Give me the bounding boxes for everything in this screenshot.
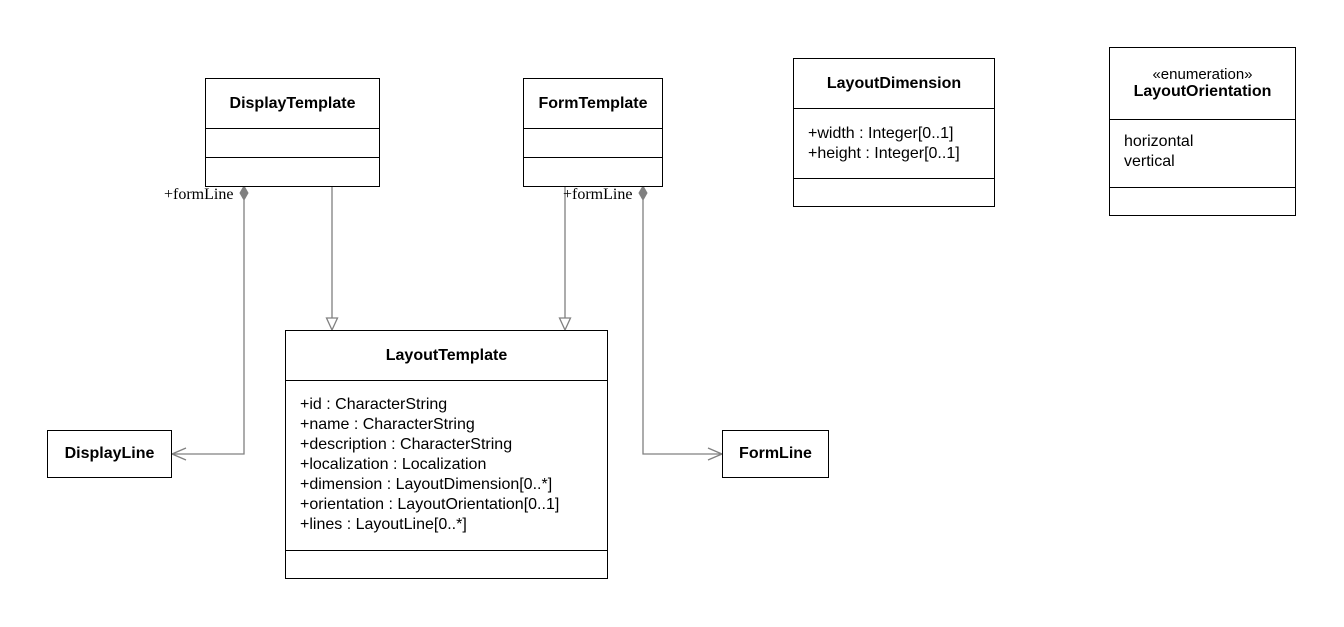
attribute-row: +localization : Localization: [300, 456, 487, 473]
generalization-displaytemplate-layouttemplate: [325, 187, 339, 332]
attribute-row: +id : CharacterString: [300, 396, 448, 413]
attribute-row: +description : CharacterString: [300, 436, 513, 453]
attribute-row: +width : Integer[0..1]: [808, 125, 954, 142]
class-layouttemplate[interactable]: LayoutTemplate +id : CharacterString +na…: [285, 330, 608, 579]
class-layoutdimension[interactable]: LayoutDimension +width : Integer[0..1] +…: [793, 58, 995, 207]
stereotype-label: «enumeration»: [1152, 66, 1253, 83]
attributes-compartment: [524, 129, 662, 158]
generalization-formtemplate-layouttemplate: [558, 187, 572, 332]
role-label-form-formline: +formLine: [563, 186, 633, 203]
class-name: FormLine: [739, 445, 812, 462]
class-name: FormTemplate: [524, 79, 662, 129]
class-name: LayoutDimension: [794, 59, 994, 109]
attributes-compartment: [206, 129, 379, 158]
operations-compartment: [794, 179, 994, 206]
role-label-display-formline: +formLine: [164, 186, 234, 203]
class-layoutorientation[interactable]: «enumeration» LayoutOrientation horizont…: [1109, 47, 1296, 216]
operations-compartment: [1110, 188, 1295, 215]
operations-compartment: [524, 158, 662, 186]
attribute-row: +height : Integer[0..1]: [808, 145, 960, 162]
attribute-row: +dimension : LayoutDimension[0..*]: [300, 476, 553, 493]
attributes-compartment: +id : CharacterString +name : CharacterS…: [286, 381, 607, 551]
attribute-row: +lines : LayoutLine[0..*]: [300, 516, 467, 533]
class-displaytemplate[interactable]: DisplayTemplate: [205, 78, 380, 187]
class-name: DisplayLine: [64, 445, 155, 462]
class-displayline[interactable]: DisplayLine: [47, 430, 172, 478]
composition-displaytemplate-displayline: [170, 184, 249, 461]
class-name: LayoutTemplate: [286, 331, 607, 381]
attribute-row: +name : CharacterString: [300, 416, 475, 433]
attributes-compartment: +width : Integer[0..1] +height : Integer…: [794, 109, 994, 179]
enum-literal: vertical: [1124, 153, 1175, 170]
composition-formtemplate-formline: [638, 184, 724, 461]
class-formtemplate[interactable]: FormTemplate: [523, 78, 663, 187]
enum-literal: horizontal: [1124, 133, 1194, 150]
class-name-block: «enumeration» LayoutOrientation: [1110, 48, 1295, 120]
attribute-row: +orientation : LayoutOrientation[0..1]: [300, 496, 560, 513]
class-name: DisplayTemplate: [206, 79, 379, 129]
class-name: LayoutOrientation: [1133, 83, 1272, 100]
operations-compartment: [206, 158, 379, 186]
class-formline[interactable]: FormLine: [722, 430, 829, 478]
literals-compartment: horizontal vertical: [1110, 120, 1295, 188]
operations-compartment: [286, 551, 607, 578]
